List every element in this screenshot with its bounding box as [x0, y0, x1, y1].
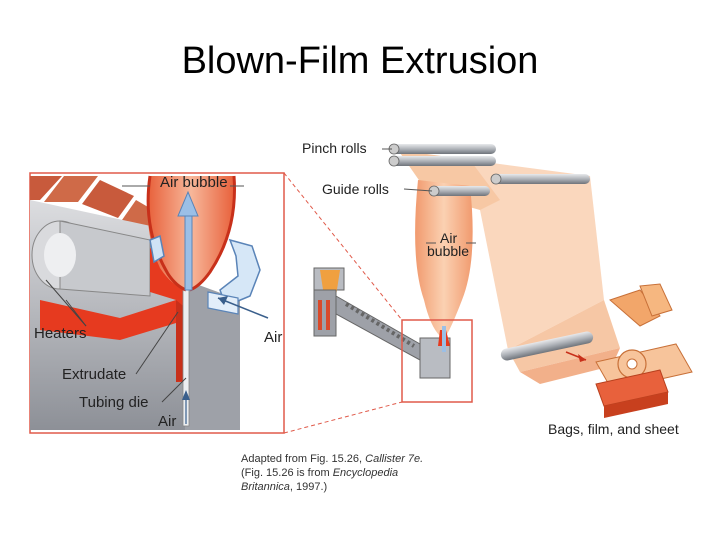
caption-line2-b: Encyclopedia — [332, 467, 399, 479]
die-side — [185, 280, 240, 430]
label-heaters: Heaters — [34, 325, 87, 342]
label-extrudate: Extrudate — [62, 366, 126, 383]
air-side-arrow — [217, 296, 269, 319]
zoom-line-bottom — [283, 401, 403, 434]
products — [595, 283, 693, 418]
label-air-bottom: Air — [158, 413, 176, 430]
zoom-box — [401, 319, 473, 403]
lower-roll — [500, 331, 594, 361]
label-air-bubble-main-2: bubble — [427, 243, 469, 259]
figure-caption: Adapted from Fig. 15.26, Callister 7e. (… — [241, 452, 481, 494]
caption-line2-a: (Fig. 15.26 is from — [241, 467, 333, 479]
film-sheet — [470, 160, 604, 350]
air-up-arrow — [177, 190, 199, 291]
label-air-side: Air — [264, 329, 282, 346]
caption-line1-b: Callister 7e. — [365, 453, 424, 465]
caption-line1-a: Adapted from Fig. 15.26, — [241, 453, 366, 465]
main-air-bubble — [415, 180, 473, 336]
guide-rolls — [428, 173, 590, 197]
extruder — [313, 267, 451, 379]
pinch-rolls — [388, 143, 496, 167]
label-pinch-rolls: Pinch rolls — [302, 140, 367, 156]
label-bags-film-sheet: Bags, film, and sheet — [548, 421, 679, 437]
extrusion-machine: Pinch rolls Guide rolls Air bubble Bags,… — [302, 140, 693, 437]
inset-detail: Air bubble Heaters Extrudate Tubing die … — [29, 172, 285, 434]
label-air-bubble-inset: Air bubble — [160, 174, 228, 191]
label-guide-rolls: Guide rolls — [322, 181, 389, 197]
label-air-bubble-main-1: Air — [440, 230, 457, 246]
page-title: Blown-Film Extrusion — [181, 40, 539, 82]
zoom-line-top — [283, 172, 403, 321]
label-tubing-die: Tubing die — [79, 394, 149, 411]
caption-line3-b: , 1997.) — [289, 481, 328, 493]
caption-line3-a: Britannica — [241, 481, 290, 493]
